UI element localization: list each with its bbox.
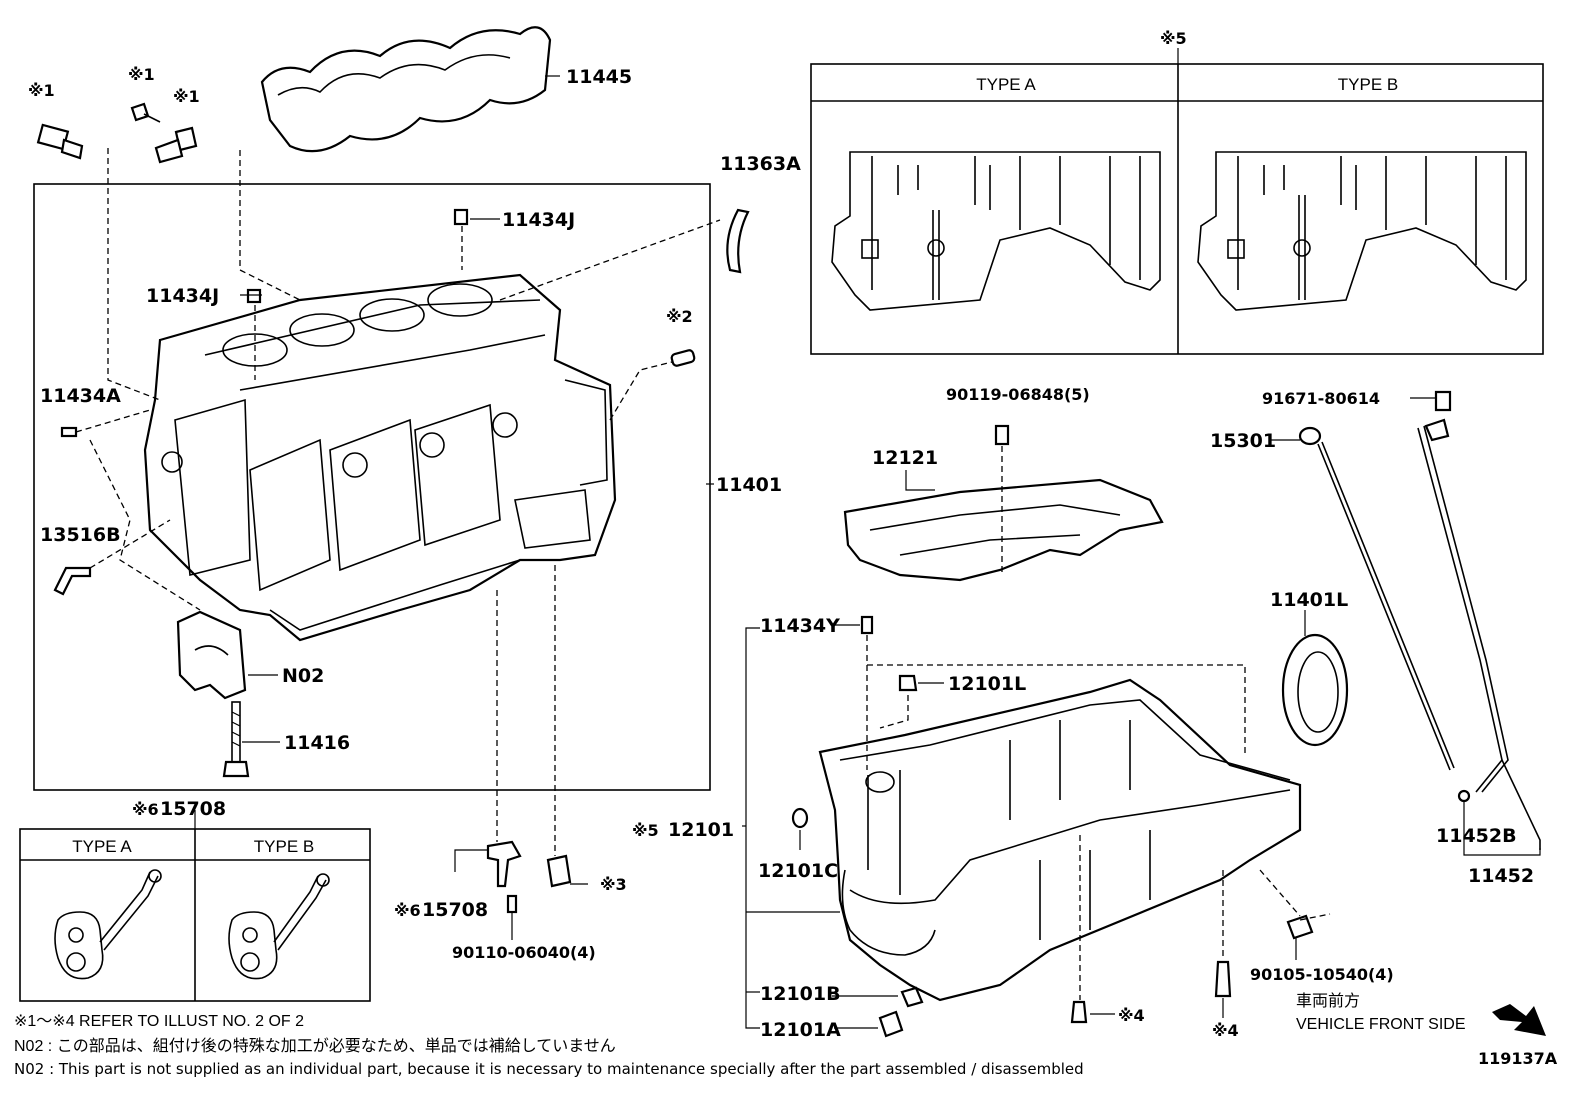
mark-label: ※1	[128, 65, 155, 84]
part-number: 91671-80614	[1262, 389, 1380, 408]
part-number: 11434Y	[760, 615, 840, 637]
mark-label: ※5	[1160, 29, 1187, 48]
bolt-m4-right-illustration	[1214, 960, 1232, 998]
baffle-12121-illustration	[843, 478, 1164, 582]
bolt-91671-illustration	[1434, 390, 1452, 412]
part-number: 11363A	[720, 153, 801, 175]
part-number: 11452B	[1436, 825, 1517, 847]
type-header: TYPE B	[254, 837, 314, 856]
bracket-11363A-illustration	[726, 208, 750, 274]
part-number: 11452	[1468, 865, 1534, 887]
part-number: 11434J	[502, 209, 575, 231]
mark-label: ※5	[632, 821, 659, 840]
leader-dash	[879, 695, 909, 729]
engine-block-frame	[33, 183, 711, 791]
mark-label: ※2	[666, 307, 693, 326]
leader-dash	[107, 148, 161, 401]
oil-pressure-switch-illustration	[36, 123, 84, 160]
leader-dash	[867, 664, 1246, 755]
small-bolt-illustration	[130, 102, 161, 123]
pin-11434Y-illustration	[860, 615, 874, 635]
mark-label: ※1	[28, 81, 55, 100]
bearing-cap-illustration	[176, 610, 247, 700]
leader	[1463, 801, 1541, 856]
part-number: 11401	[716, 474, 782, 496]
part-number: 90119-06848(5)	[946, 385, 1090, 404]
part-number: 90105-10540(4)	[1250, 965, 1394, 984]
diagram-id: 119137A	[1478, 1049, 1558, 1068]
part-number: 15708	[422, 899, 488, 921]
part-number: 12101C	[758, 860, 838, 882]
part-number: 13516B	[40, 524, 121, 546]
part-number: 12101	[668, 819, 734, 841]
dipstick-15301-illustration	[1298, 426, 1455, 771]
part-number: 11434A	[40, 385, 121, 407]
part-number: 12101L	[948, 673, 1026, 695]
bolt-11416-illustration	[222, 701, 250, 778]
type-header: TYPE B	[1338, 75, 1398, 94]
type-header: TYPE A	[72, 837, 132, 856]
mark-label: ※4	[1212, 1021, 1239, 1040]
leader	[454, 849, 488, 872]
bolt-90119-illustration	[994, 424, 1010, 446]
n02-note-en: N02 : This part is not supplied as an in…	[14, 1060, 1084, 1078]
pin-11434J-left-illustration	[246, 288, 262, 304]
vehicle-front-jp: 車両前方	[1296, 992, 1360, 1010]
leader	[905, 470, 935, 491]
leader-dash	[75, 409, 151, 433]
plug-m3-illustration	[546, 854, 572, 888]
part-number: 12121	[872, 447, 938, 469]
o-ring-11452B-illustration	[1457, 789, 1471, 803]
leader-dash	[89, 519, 171, 569]
mark-label: ※6	[132, 800, 159, 819]
part-number: 15708	[160, 798, 226, 820]
part-number: 12101A	[760, 1019, 841, 1041]
part-number: 12101B	[760, 983, 841, 1005]
leader	[745, 627, 760, 1029]
part-number: 11434J	[146, 285, 219, 307]
plug-12101A-illustration	[878, 1010, 904, 1038]
mark-label: ※3	[600, 875, 627, 894]
pin-m2-illustration	[670, 349, 696, 367]
pin-11434J-top-illustration	[453, 208, 469, 226]
mark-label: ※1	[173, 87, 200, 106]
type-ab-nozzle-box	[19, 810, 371, 1002]
bolt-90105-illustration	[1286, 914, 1314, 940]
o-ring-12101C-illustration	[791, 807, 809, 829]
knock-sensor-illustration	[154, 126, 198, 164]
refer-note: ※1～※4 REFER TO ILLUST NO. 2 OF 2	[14, 1013, 304, 1030]
pin-11434A-illustration	[60, 426, 78, 438]
dipstick-guide-illustration	[1417, 418, 1541, 850]
leader-dash	[239, 150, 301, 301]
gasket-11445-illustration	[260, 26, 552, 153]
leader-dash	[89, 439, 201, 611]
part-number: 11445	[566, 66, 632, 88]
pipe-13516B-illustration	[53, 566, 92, 596]
cylinder-block-illustration	[143, 273, 617, 642]
part-number: 15301	[1210, 430, 1276, 452]
oil-jet-15708-illustration	[486, 840, 522, 888]
type-ab-oil-pan-box	[810, 48, 1544, 355]
front-arrow-icon	[1492, 1004, 1546, 1036]
type-header: TYPE A	[976, 75, 1036, 94]
leader-dash	[1259, 869, 1331, 921]
part-number: 11416	[284, 732, 350, 754]
leader-dash	[609, 361, 673, 421]
gasket-12101B-illustration	[900, 986, 924, 1008]
oil-pan-12101-illustration	[818, 678, 1302, 1002]
oil-seal-11401L-illustration	[1281, 633, 1349, 747]
bolt-m4-left-illustration	[1070, 1000, 1088, 1024]
n02-note-jp: N02 : この部品は、組付け後の特殊な加工が必要なため、単品では補給していませ…	[14, 1037, 616, 1055]
part-number: 11401L	[1270, 589, 1348, 611]
mark-label: ※6	[394, 901, 421, 920]
bolt-90110-illustration	[506, 894, 518, 914]
nut-12101L-illustration	[898, 674, 918, 692]
vehicle-front-en: VEHICLE FRONT SIDE	[1296, 1016, 1466, 1033]
mark-label: ※4	[1118, 1006, 1145, 1025]
leader-dash	[499, 219, 721, 301]
part-number: N02	[282, 665, 324, 687]
part-number: 90110-06040(4)	[452, 943, 596, 962]
